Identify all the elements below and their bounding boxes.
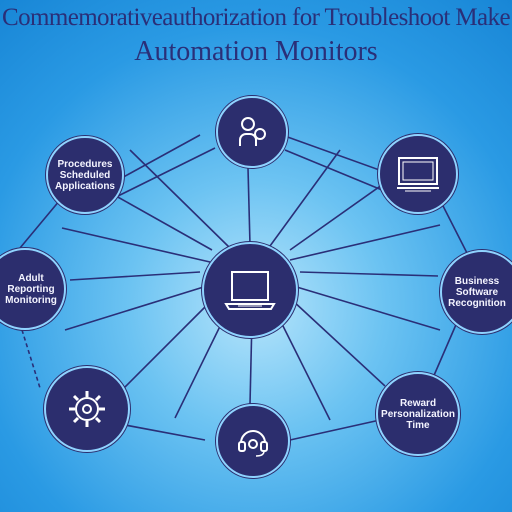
node-top-left-label: Procedures Scheduled Applications: [55, 159, 115, 192]
node-label-line: Reward: [399, 397, 437, 409]
node-label-line: Recognition: [448, 297, 506, 309]
node-top-right: [378, 134, 458, 214]
connector-line: [117, 134, 201, 181]
node-label-line: Personalization: [381, 408, 455, 420]
title-line-1: Commemorativeauthorization for Troublesh…: [2, 4, 511, 31]
node-bottom-right-label: Reward Personalization Time: [381, 398, 455, 431]
connector-line: [289, 284, 441, 331]
connector-line: [439, 199, 469, 256]
connector-line: [284, 149, 383, 191]
connector-line: [61, 227, 211, 263]
connector-line: [289, 419, 381, 441]
node-label-line: Monitoring: [5, 294, 57, 306]
connector-line: [289, 181, 387, 251]
connector-line: [69, 271, 201, 281]
people-icon: [239, 117, 266, 146]
node-top-left: Procedures Scheduled Applications: [46, 136, 124, 214]
node-bottom-right: Reward Personalization Time: [376, 372, 460, 456]
connector-line: [289, 224, 441, 261]
connector-line: [129, 149, 231, 249]
connector-line: [291, 299, 386, 387]
connector-line: [117, 147, 216, 197]
node-bottom-left: [44, 366, 130, 452]
connector-line: [119, 299, 213, 393]
monitor-icon: [397, 157, 439, 192]
node-label-line: Business: [454, 275, 500, 287]
connector-line: [274, 309, 331, 421]
connector-line: [431, 319, 459, 381]
node-label-line: Adult: [18, 272, 44, 284]
connector-line: [115, 195, 213, 251]
connector-line: [21, 329, 41, 389]
title-line-2: Automation Monitors: [134, 36, 378, 67]
node-left-label: Adult Reporting Monitoring: [0, 273, 57, 306]
node-bottom: [216, 404, 290, 478]
node-label-line: Software: [455, 286, 499, 298]
node-left: Adult Reporting Monitoring: [0, 248, 66, 330]
node-label-line: Reporting: [7, 283, 55, 295]
headset-icon: [238, 430, 268, 457]
node-label-line: Procedures: [57, 158, 113, 170]
node-top: [216, 96, 288, 168]
node-center: [202, 242, 298, 338]
connector-line: [281, 134, 386, 173]
node-label-line: Time: [406, 419, 430, 431]
node-right: Business Software Recognition: [440, 250, 512, 334]
node-right-label: Business Software Recognition: [448, 276, 512, 309]
node-label-line: Applications: [54, 180, 115, 192]
connector-line: [269, 149, 341, 247]
connector-line: [247, 167, 251, 246]
gear-icon: [69, 391, 105, 427]
connector-line: [19, 199, 61, 249]
connector-line: [124, 424, 206, 441]
laptop-icon: [224, 271, 276, 310]
node-label-line: Scheduled: [59, 169, 111, 181]
connector-line: [299, 271, 439, 277]
connector-line: [64, 284, 211, 331]
connector-line: [174, 309, 229, 419]
